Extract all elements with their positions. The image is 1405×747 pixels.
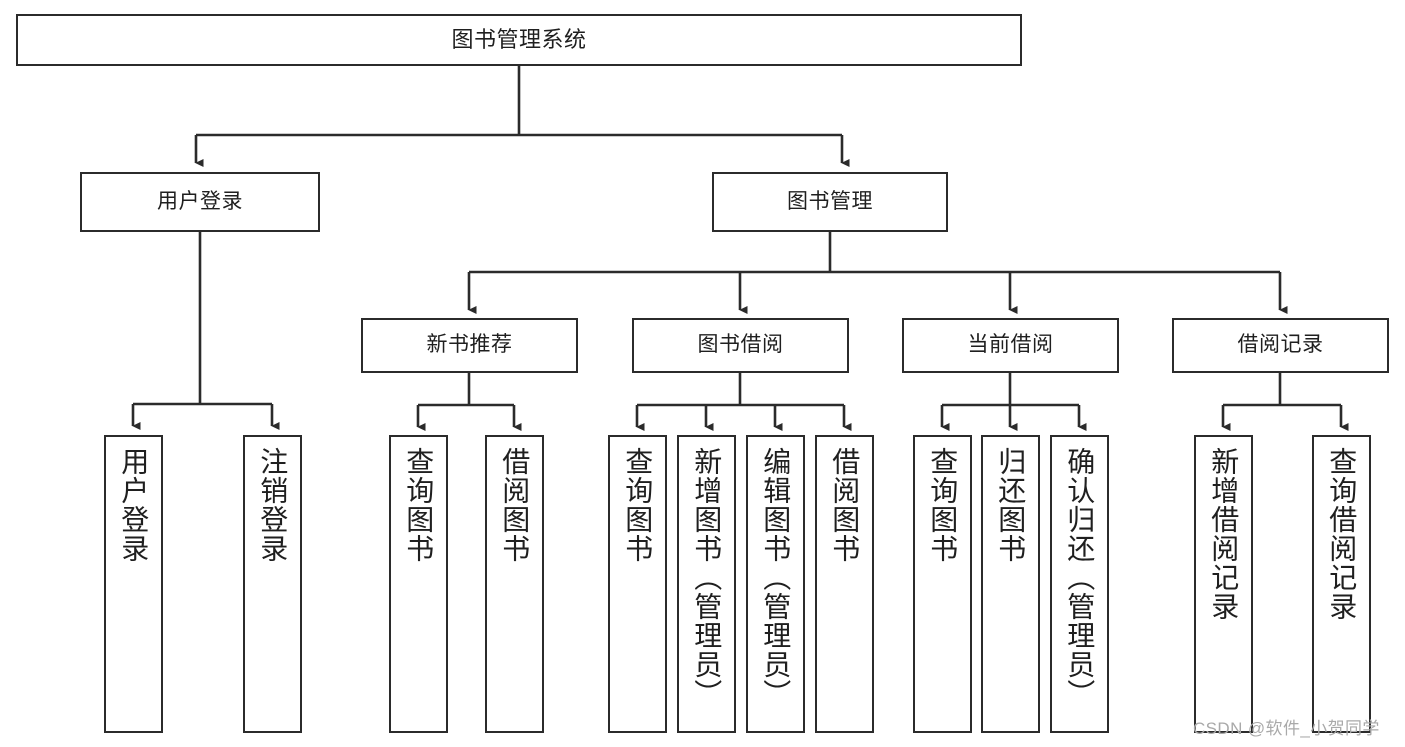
leaf-user-login-label: 用户登录 — [118, 447, 150, 563]
leaf-query-record[interactable]: 查询借阅记录 — [1312, 435, 1371, 733]
leaf-query-book-1[interactable]: 查询图书 — [389, 435, 448, 733]
node-user-login[interactable]: 用户登录 — [80, 172, 320, 232]
leaf-confirm-return[interactable]: 确认归还（管理员） — [1050, 435, 1109, 733]
leaf-borrow-book-2[interactable]: 借阅图书 — [815, 435, 874, 733]
leaf-return-book-label: 归还图书 — [995, 447, 1027, 563]
leaf-return-book[interactable]: 归还图书 — [981, 435, 1040, 733]
node-borrow-record-label: 借阅记录 — [1237, 333, 1324, 357]
leaf-borrow-book-2-label: 借阅图书 — [829, 447, 861, 563]
leaf-user-login[interactable]: 用户登录 — [104, 435, 163, 733]
leaf-edit-book[interactable]: 编辑图书（管理员） — [746, 435, 805, 733]
leaf-query-book-2[interactable]: 查询图书 — [608, 435, 667, 733]
leaf-borrow-book-1[interactable]: 借阅图书 — [485, 435, 544, 733]
node-root-label: 图书管理系统 — [451, 27, 587, 53]
node-book-management[interactable]: 图书管理 — [712, 172, 948, 232]
node-borrow-record[interactable]: 借阅记录 — [1172, 318, 1389, 373]
leaf-logout-login-label: 注销登录 — [257, 447, 289, 563]
node-user-login-label: 用户登录 — [157, 189, 243, 213]
leaf-query-book-1-label: 查询图书 — [403, 447, 435, 563]
leaf-add-book-label: 新增图书（管理员） — [691, 447, 723, 708]
leaf-add-record[interactable]: 新增借阅记录 — [1194, 435, 1253, 733]
leaf-query-book-2-label: 查询图书 — [622, 447, 654, 563]
leaf-query-record-label: 查询借阅记录 — [1326, 447, 1358, 621]
leaf-add-record-label: 新增借阅记录 — [1208, 447, 1240, 621]
leaf-borrow-book-1-label: 借阅图书 — [499, 447, 531, 563]
node-book-borrow-label: 图书借阅 — [697, 333, 784, 357]
leaf-add-book[interactable]: 新增图书（管理员） — [677, 435, 736, 733]
leaf-edit-book-label: 编辑图书（管理员） — [760, 447, 792, 708]
node-new-book-recommend-label: 新书推荐 — [426, 333, 513, 357]
leaf-logout-login[interactable]: 注销登录 — [243, 435, 302, 733]
node-new-book-recommend[interactable]: 新书推荐 — [361, 318, 578, 373]
leaf-query-book-3-label: 查询图书 — [927, 447, 959, 563]
leaf-confirm-return-label: 确认归还（管理员） — [1064, 447, 1096, 708]
node-root[interactable]: 图书管理系统 — [16, 14, 1022, 66]
node-current-borrow-label: 当前借阅 — [967, 333, 1054, 357]
node-book-management-label: 图书管理 — [787, 189, 873, 213]
leaf-query-book-3[interactable]: 查询图书 — [913, 435, 972, 733]
node-book-borrow[interactable]: 图书借阅 — [632, 318, 849, 373]
node-current-borrow[interactable]: 当前借阅 — [902, 318, 1119, 373]
